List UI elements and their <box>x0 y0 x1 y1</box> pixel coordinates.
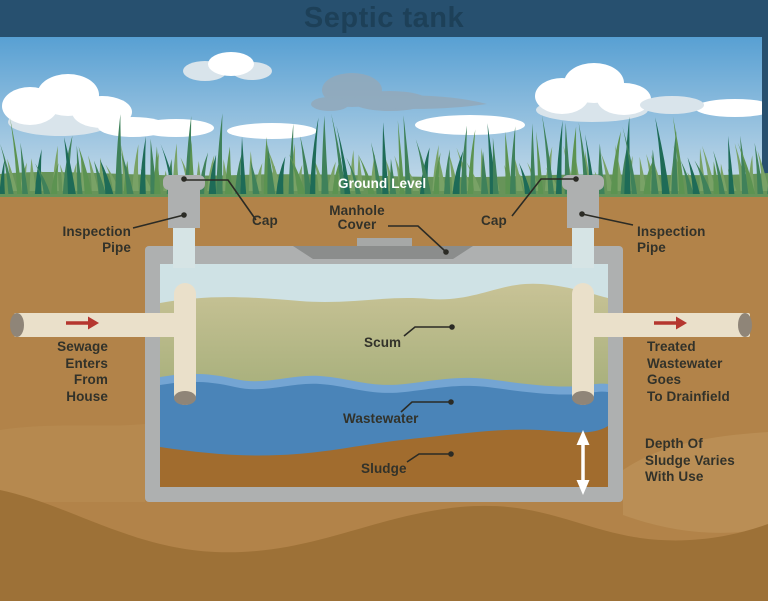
inlet-pipe <box>14 313 182 337</box>
leader-lines <box>132 178 634 463</box>
label-sludge: Sludge <box>361 461 407 476</box>
flow-arrow-left-icon <box>66 316 99 330</box>
outlet-pipe <box>583 313 750 337</box>
inlet-pipe-opening <box>10 313 24 337</box>
label-sewage-inlet: Sewage Enters From House <box>57 339 108 404</box>
label-cap-left: Cap <box>252 213 278 228</box>
inlet-baffle-opening <box>174 391 196 405</box>
outlet-baffle <box>572 283 594 405</box>
cap-right-shape <box>562 175 604 190</box>
leader-scum <box>403 326 450 337</box>
leader-dots <box>181 176 585 457</box>
sludge-layer <box>160 426 608 487</box>
inspection-collar-left <box>168 188 200 228</box>
inlet-baffle <box>174 283 196 405</box>
label-inspection-pipe-left: Inspection Pipe <box>62 224 131 255</box>
clouds <box>2 52 768 139</box>
cloud-gray <box>311 73 487 111</box>
page-title: Septic tank <box>303 2 465 34</box>
manhole-cover-shape <box>293 246 473 259</box>
leader-sludge <box>406 453 449 463</box>
label-cap-right: Cap <box>481 213 507 228</box>
label-sludge-depth: Depth Of Sludge Varies With Use <box>645 436 735 484</box>
leader-wastewater <box>400 401 449 413</box>
manhole-tab <box>357 238 412 247</box>
cloud-big-left <box>2 74 168 137</box>
low-clouds <box>138 99 768 139</box>
cloud-big-right <box>535 63 704 122</box>
label-ground-level: Ground Level <box>338 176 427 191</box>
outlet-pipe-opening <box>738 313 752 337</box>
label-manhole-cover: Manhole Cover <box>329 203 385 232</box>
flow-arrow-right-icon <box>654 316 687 330</box>
leader-cap-left <box>186 179 257 221</box>
leader-inspection-right <box>581 213 634 226</box>
depth-range-arrow-icon <box>576 430 590 495</box>
leader-inspection-left <box>132 214 185 229</box>
label-inspection-pipe-right: Inspection Pipe <box>637 224 706 255</box>
title-banner: Septic tank <box>0 0 768 37</box>
right-edge-strip <box>762 30 768 175</box>
cap-left-shape <box>163 175 205 190</box>
septic-tank <box>145 238 623 502</box>
sewage-pipes <box>10 283 752 405</box>
label-scum: Scum <box>364 335 402 350</box>
label-treated-outlet: Treated Wastewater Goes To Drainfield <box>647 339 730 404</box>
label-wastewater: Wastewater <box>343 411 419 426</box>
leader-manhole <box>388 225 446 252</box>
inspection-pipes <box>163 175 604 268</box>
leader-cap-right <box>511 178 574 217</box>
cloud-small <box>183 52 272 81</box>
inspection-collar-right <box>567 188 599 228</box>
outlet-baffle-opening <box>572 391 594 405</box>
